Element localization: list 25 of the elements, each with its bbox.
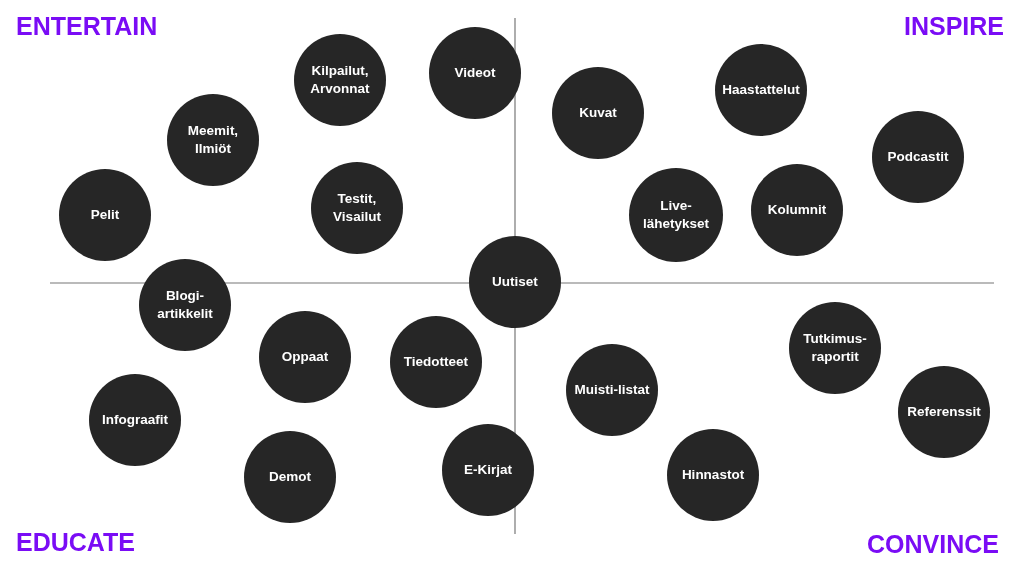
topic-label: Oppaat: [280, 347, 330, 366]
topic-label: Meemit, Ilmiöt: [186, 121, 240, 158]
topic-label: Tutkimus-raportit: [802, 329, 868, 366]
quadrant-label: ENTERTAIN: [16, 12, 158, 41]
topic-label: Referenssit: [906, 402, 982, 421]
topic-label: Podcastit: [886, 147, 950, 166]
topic-label: E-Kirjat: [463, 460, 513, 479]
topic-label: Hinnastot: [680, 465, 746, 484]
topic-label: Kuvat: [578, 103, 618, 122]
topic-label: Pelit: [89, 205, 121, 224]
quadrant-label: CONVINCE: [867, 530, 999, 559]
topic-label: Demot: [268, 467, 312, 486]
topic-label: Kilpailut, Arvonnat: [309, 61, 371, 98]
topic-label: Haastattelut: [722, 80, 800, 99]
topic-label: Live-lähetykset: [641, 196, 710, 233]
topic-label: Blogi-artikkelit: [156, 286, 214, 323]
topic-label: Muisti-listat: [573, 380, 651, 399]
topic-label: Videot: [453, 63, 497, 82]
quadrant-label: EDUCATE: [16, 528, 135, 557]
topic-label: Kolumnit: [766, 200, 828, 219]
topic-label: Testit, Visailut: [332, 189, 382, 226]
quadrant-label: INSPIRE: [903, 12, 1004, 41]
topic-label: Tiedotteet: [402, 352, 470, 371]
topic-label: Uutiset: [491, 272, 539, 291]
topic-label: Infograafit: [101, 410, 169, 429]
